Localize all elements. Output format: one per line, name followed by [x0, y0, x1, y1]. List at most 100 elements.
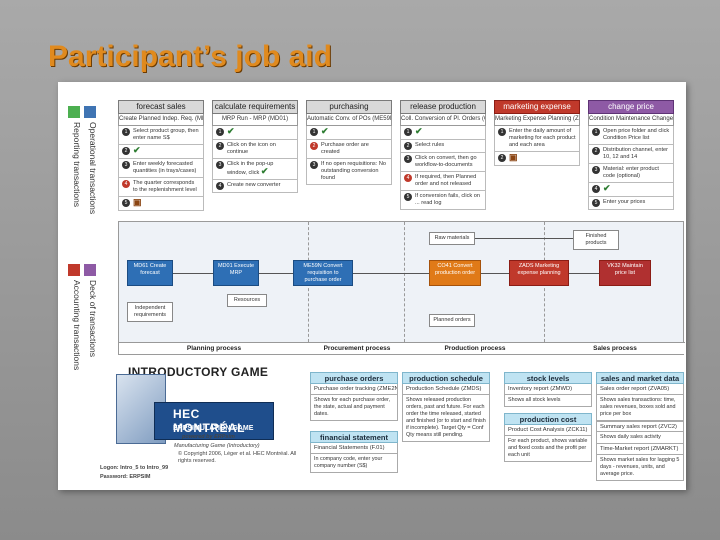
check-icon: ✔: [133, 145, 141, 155]
column-change-price: change price Condition Maintenance Chang…: [588, 100, 674, 210]
column-transaction: Coll. Conversion of Pl. Orders (CO41): [400, 114, 486, 126]
legend-deck-label: Deck of transactions: [88, 280, 98, 358]
logo-subtitle: Manufacturing Game (Introductory): [174, 443, 260, 449]
column-transaction: Marketing Expense Planning (ZADS): [494, 114, 580, 126]
summary-sales-description: Shows daily sales activity: [596, 432, 684, 444]
production-cost-description: For each product, shows variable and fix…: [504, 436, 592, 462]
check-icon: ✔: [415, 126, 423, 136]
column-transaction: MRP Run - MRP (MD01): [212, 114, 298, 126]
me59n-box: ME59N Convert requisition to purchase or…: [293, 260, 353, 286]
flow-arrow: [173, 273, 213, 274]
hec-logo: HEC MONTRÉAL ERPSIMULATION GAME: [154, 402, 274, 440]
legend-blue-square: [84, 106, 96, 118]
report-header: sales and market data: [596, 372, 684, 384]
flow-arrow: [569, 273, 599, 274]
legend: Operational transactions Reporting trans…: [64, 102, 104, 462]
legend-green-square: [68, 106, 80, 118]
summary-sales-transaction: Summary sales report (ZVC2): [596, 421, 684, 432]
save-icon: ▣: [509, 152, 518, 162]
legend-operational-label: Operational transactions: [88, 122, 98, 215]
time-market-description: Shows market sales for lagging 5 days - …: [596, 455, 684, 481]
slide-title: Participant’s job aid: [48, 40, 332, 73]
save-icon: ▣: [133, 197, 142, 207]
report-purchase-orders: purchase orders Purchase order tracking …: [310, 372, 398, 473]
check-icon: ✔: [227, 126, 235, 136]
finished-products-box: Finished products: [573, 230, 619, 250]
report-description: Shows released production orders, past a…: [402, 395, 490, 442]
flow-arrow: [259, 273, 293, 274]
lane-label-procurement: Procurement process: [309, 342, 405, 354]
check-icon: ✔: [603, 183, 611, 193]
column-purchasing: purchasing Automatic Conv. of POs (ME59N…: [306, 100, 392, 185]
step: 1✔: [306, 126, 392, 140]
step: 5▣: [118, 197, 204, 211]
column-header: forecast sales: [118, 100, 204, 114]
report-transaction: Purchase order tracking (ZME2N): [310, 384, 398, 395]
flow-arrow: [475, 238, 573, 239]
financial-header: financial statement: [310, 431, 398, 443]
report-description: Shows for each purchase order, the state…: [310, 395, 398, 421]
column-header: calculate requirements: [212, 100, 298, 114]
step: 2✔: [118, 145, 204, 159]
report-transaction: Production Schedule (ZMDS): [402, 384, 490, 395]
report-sales-market: sales and market data Sales order report…: [596, 372, 684, 481]
legend-reporting-label: Reporting transactions: [72, 122, 82, 208]
login-info: Logon: Intro_5 to Intro_99: [100, 465, 169, 471]
financial-description: In company code, enter your company numb…: [310, 454, 398, 473]
lane-label-production: Production process: [405, 342, 545, 354]
logo-line1: HEC MONTRÉAL: [173, 407, 245, 435]
password-info: Password: ERPSIM: [100, 474, 151, 480]
md61-box: MD61 Create forecast: [127, 260, 173, 286]
report-header: stock levels: [504, 372, 592, 384]
check-icon: ✔: [321, 126, 329, 136]
column-marketing-expense: marketing expense Marketing Expense Plan…: [494, 100, 580, 166]
check-icon: ✔: [260, 166, 269, 176]
resources-box: Resources: [227, 294, 267, 307]
column-header: purchasing: [306, 100, 392, 114]
legend-purple-square: [84, 264, 96, 276]
column-header: change price: [588, 100, 674, 114]
planned-orders-box: Planned orders: [429, 314, 475, 327]
powered-by: powered by ERPsim: [182, 434, 235, 440]
raw-materials-box: Raw materials: [429, 232, 475, 245]
column-transaction: Create Planned Indep. Req. (MD61): [118, 114, 204, 126]
legend-red-square: [68, 264, 80, 276]
production-cost-transaction: Product Cost Analysis (ZCK11): [504, 425, 592, 436]
copyright: © Copyright 2006, Léger et al. HEC Montr…: [178, 451, 297, 464]
independent-requirements-box: Independent requirements: [127, 302, 173, 322]
step: 1✔: [212, 126, 298, 140]
report-header: production schedule: [402, 372, 490, 384]
step: 4✔: [588, 183, 674, 197]
column-transaction: Automatic Conv. of POs (ME59N): [306, 114, 392, 126]
column-release-production: release production Coll. Conversion of P…: [400, 100, 486, 210]
report-production-schedule: production schedule Production Schedule …: [402, 372, 490, 442]
production-cost-header: production cost: [504, 413, 592, 425]
logo-line2: ERPSIMULATION GAME: [173, 425, 254, 432]
lane-label-planning: Planning process: [119, 342, 309, 354]
legend-accounting-label: Accounting transactions: [72, 280, 82, 371]
column-forecast-sales: forecast sales Create Planned Indep. Req…: [118, 100, 204, 211]
md01-box: MD01 Execute MRP: [213, 260, 259, 286]
time-market-transaction: Time-Market report (ZMARKT): [596, 444, 684, 455]
report-transaction: Inventory report (ZMWD): [504, 384, 592, 395]
column-transaction: Condition Maintenance Change (VK32): [588, 114, 674, 126]
report-transaction: Sales order report (ZVA05): [596, 384, 684, 395]
column-calculate-requirements: calculate requirements MRP Run - MRP (MD…: [212, 100, 298, 193]
flow-arrow: [481, 273, 509, 274]
job-aid-sheet: Operational transactions Reporting trans…: [58, 82, 686, 490]
column-header: marketing expense: [494, 100, 580, 114]
